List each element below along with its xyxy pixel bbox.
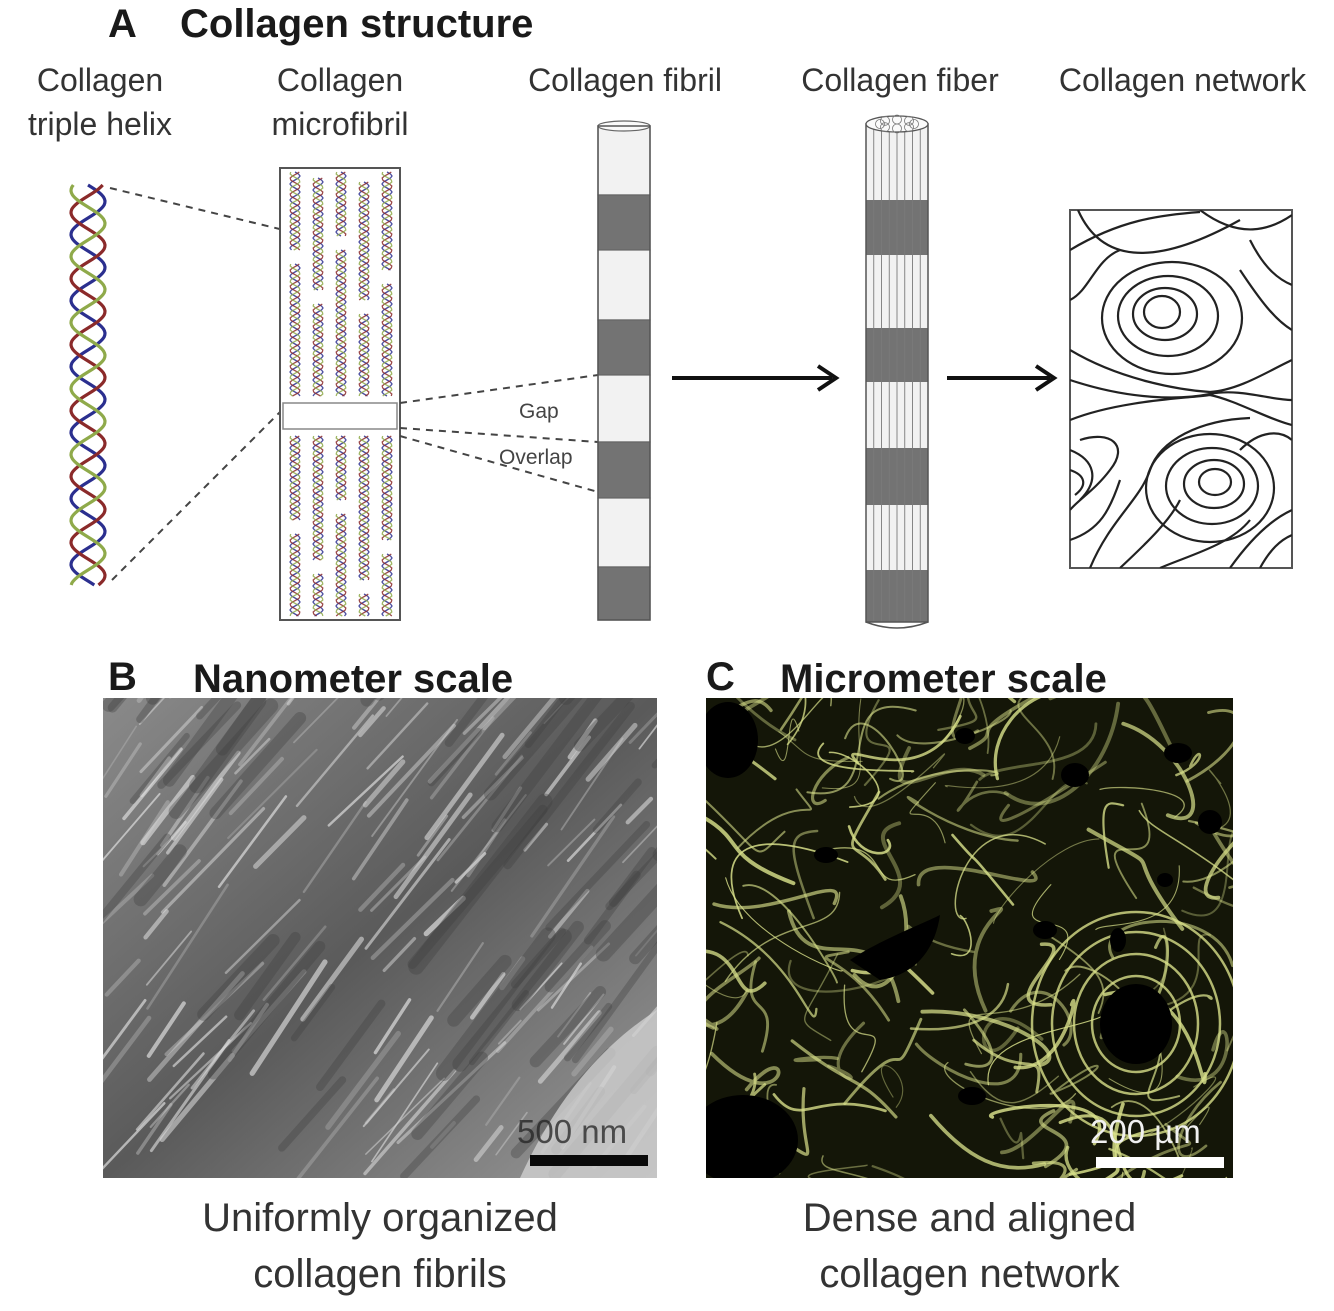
stage-label-fiber: Collagen fiber: [801, 62, 999, 98]
stage-label-fibril: Collagen fibril: [528, 62, 722, 98]
microfibril-drawing: [279, 167, 401, 621]
overlap-label: Overlap: [499, 446, 573, 469]
scale-bar-c: [1096, 1157, 1224, 1168]
panel-c-title: Micrometer scale: [780, 657, 1107, 701]
stage-label-network: Collagen network: [1058, 62, 1307, 98]
scale-bar-b-label: 500 nm: [517, 1113, 628, 1150]
panel-a-diagram: [69, 114, 1293, 629]
arrow-fiber-to-network: [947, 364, 1058, 392]
panel-b-letter: B: [108, 655, 137, 699]
shg-micrograph: [706, 698, 1233, 1178]
gap-label: Gap: [519, 400, 559, 423]
arrow-fibril-to-fiber: [672, 364, 840, 392]
panel-b-title: Nanometer scale: [193, 657, 514, 701]
helix-connector-lines: [109, 187, 293, 581]
microfibril-connector-lines: [399, 374, 599, 493]
collagen-network-drawing: [1069, 209, 1293, 569]
panel-a-letter: A: [108, 2, 137, 46]
panel-c-letter: C: [706, 655, 735, 699]
panel-a-title: Collagen structure: [180, 2, 534, 46]
scale-bar-b: [530, 1155, 648, 1166]
triple-helix-drawing: [69, 183, 107, 587]
collagen-fiber-drawing: [865, 114, 929, 629]
collagen-fibril-drawing: [597, 120, 651, 621]
scale-bar-c-label: 200 µm: [1090, 1113, 1201, 1150]
